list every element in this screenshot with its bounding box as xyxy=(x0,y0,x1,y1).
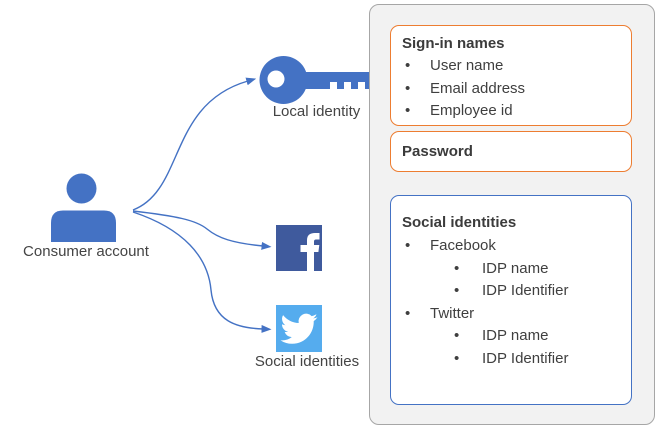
bullet-icon: • xyxy=(405,304,411,322)
list-item: • Email address xyxy=(402,78,620,101)
provider-name: Twitter xyxy=(430,304,475,322)
bullet-icon: • xyxy=(405,237,411,254)
password-title: Password xyxy=(402,143,473,160)
twitter-bird-glyph xyxy=(280,313,318,344)
bullet-icon: • xyxy=(405,57,411,74)
sign-in-item-label: Employee id xyxy=(430,102,513,119)
key-icon xyxy=(259,56,383,104)
twitter-icon xyxy=(276,305,322,352)
idp-attribute-label: IDP Identifier xyxy=(482,282,569,299)
facebook-f-glyph xyxy=(300,233,320,271)
facebook-icon xyxy=(276,225,322,271)
sign-in-item-label: Email address xyxy=(430,79,526,97)
person-icon xyxy=(51,173,116,242)
list-item: • User name xyxy=(402,55,620,78)
idp-attribute-item: • IDP name xyxy=(402,258,620,281)
sign-in-names-box: Sign-in names • User name • Email addres… xyxy=(390,25,632,126)
sign-in-item-label: User name xyxy=(430,57,504,74)
social-identities-box: Social identities • Facebook • IDP name … xyxy=(390,195,632,405)
idp-attribute-label: IDP name xyxy=(482,259,549,277)
bullet-icon: • xyxy=(454,259,460,277)
idp-attribute-item: • IDP Identifier xyxy=(402,280,620,303)
social-identities-title: Social identities xyxy=(402,214,517,231)
idp-attribute-label: IDP Identifier xyxy=(482,349,569,367)
arrow-consumer-to-local-identity xyxy=(132,77,257,211)
bullet-icon: • xyxy=(454,327,460,344)
local-identity-label: Local identity xyxy=(272,103,361,120)
bullet-icon: • xyxy=(454,349,460,367)
social-identities-label: Social identities xyxy=(254,353,360,370)
idp-attribute-item: • IDP Identifier xyxy=(402,348,620,371)
bullet-icon: • xyxy=(405,79,411,97)
idp-attribute-label: IDP name xyxy=(482,327,549,344)
bullet-icon: • xyxy=(454,282,460,299)
sign-in-names-title: Sign-in names xyxy=(402,35,505,52)
consumer-account-label: Consumer account xyxy=(23,243,149,260)
provider-item: • Facebook xyxy=(402,235,620,258)
idp-attribute-item: • IDP name xyxy=(402,325,620,348)
arrow-consumer-to-twitter xyxy=(132,211,272,333)
list-item: • Employee id xyxy=(402,100,620,123)
bullet-icon: • xyxy=(405,102,411,119)
password-box: Password xyxy=(390,131,632,172)
provider-item: • Twitter xyxy=(402,303,620,326)
arrow-consumer-to-facebook xyxy=(132,210,272,250)
provider-name: Facebook xyxy=(430,237,496,254)
